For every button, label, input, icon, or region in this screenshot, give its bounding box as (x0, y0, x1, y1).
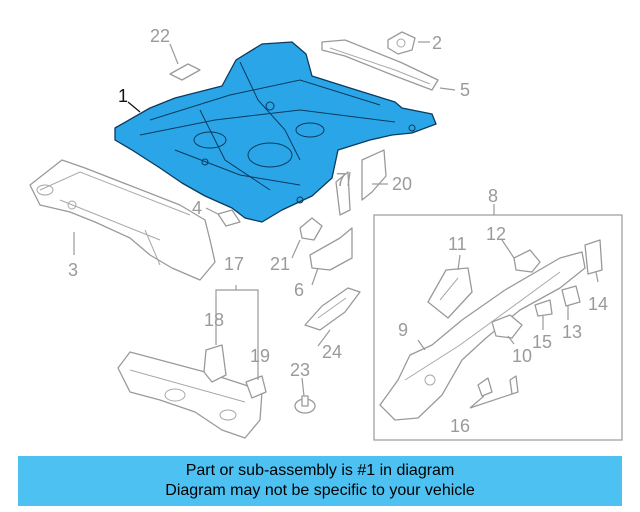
callout-4[interactable]: 4 (192, 198, 202, 218)
part-18-bracket[interactable] (203, 344, 227, 383)
callout-11[interactable]: 11 (448, 234, 467, 254)
part-2-mount[interactable] (387, 31, 416, 55)
banner-line-part: Part or sub-assembly is #1 in diagram (185, 462, 455, 479)
callout-19[interactable]: 19 (250, 346, 270, 366)
part-9-side-member[interactable] (379, 251, 586, 421)
part-12-bracket[interactable] (513, 249, 541, 273)
callout-9[interactable]: 9 (398, 320, 408, 340)
parts-diagram: 1 2 3 4 5 6 7 8 9 10 11 12 13 14 15 16 1… (29, 26, 623, 441)
part-21-clip[interactable] (299, 217, 323, 241)
callout-18[interactable]: 18 (204, 310, 224, 330)
callout-17[interactable]: 17 (224, 254, 244, 274)
callout-8[interactable]: 8 (488, 186, 498, 206)
callout-20[interactable]: 20 (392, 174, 412, 194)
part-3-crossmember[interactable] (29, 159, 216, 281)
part-16-clips[interactable] (477, 375, 519, 397)
part-1-floor-pan[interactable] (114, 41, 437, 223)
part-11-bracket[interactable] (427, 267, 473, 319)
banner-line-disclaimer: Diagram may not be specific to your vehi… (165, 482, 475, 499)
leader-lines (73, 41, 599, 409)
part-13-clip[interactable] (561, 285, 581, 307)
part-4-bracket[interactable] (217, 209, 241, 227)
callout-7[interactable]: 7 (336, 170, 346, 190)
callout-1[interactable]: 1 (118, 86, 128, 106)
part-8-subassembly-box (373, 214, 623, 441)
part-10-bracket[interactable] (491, 314, 523, 339)
info-banner: Part or sub-assembly is #1 in diagram Di… (18, 456, 622, 506)
callout-16[interactable]: 16 (450, 416, 470, 436)
callout-22[interactable]: 22 (150, 26, 170, 46)
callout-labels: 1 2 3 4 5 6 7 8 9 10 11 12 13 14 15 16 1… (68, 26, 608, 436)
callout-3[interactable]: 3 (68, 260, 78, 280)
callout-15[interactable]: 15 (532, 332, 552, 352)
callout-12[interactable]: 12 (486, 224, 506, 244)
part-5-rear-panel[interactable] (321, 39, 439, 91)
part-23-plug[interactable] (294, 395, 316, 414)
part-14-bracket[interactable] (584, 239, 603, 275)
callout-2[interactable]: 2 (432, 33, 442, 53)
callout-21[interactable]: 21 (270, 254, 290, 274)
part-22-bracket[interactable] (169, 63, 201, 81)
callout-10[interactable]: 10 (512, 346, 532, 366)
callout-23[interactable]: 23 (290, 360, 310, 380)
callout-13[interactable]: 13 (562, 322, 582, 342)
callout-24[interactable]: 24 (322, 342, 342, 362)
part-24-bracket[interactable] (304, 287, 361, 331)
part-15-clip[interactable] (534, 299, 553, 317)
part-6-bracket[interactable] (309, 227, 353, 271)
part-20-brace[interactable] (361, 149, 387, 201)
part-7-brace[interactable] (335, 171, 351, 216)
part-19-bracket[interactable] (245, 375, 267, 399)
callout-5[interactable]: 5 (460, 80, 470, 100)
callout-6[interactable]: 6 (294, 280, 304, 300)
callout-14[interactable]: 14 (588, 294, 608, 314)
part-17-rear-crossmember[interactable] (117, 351, 263, 439)
